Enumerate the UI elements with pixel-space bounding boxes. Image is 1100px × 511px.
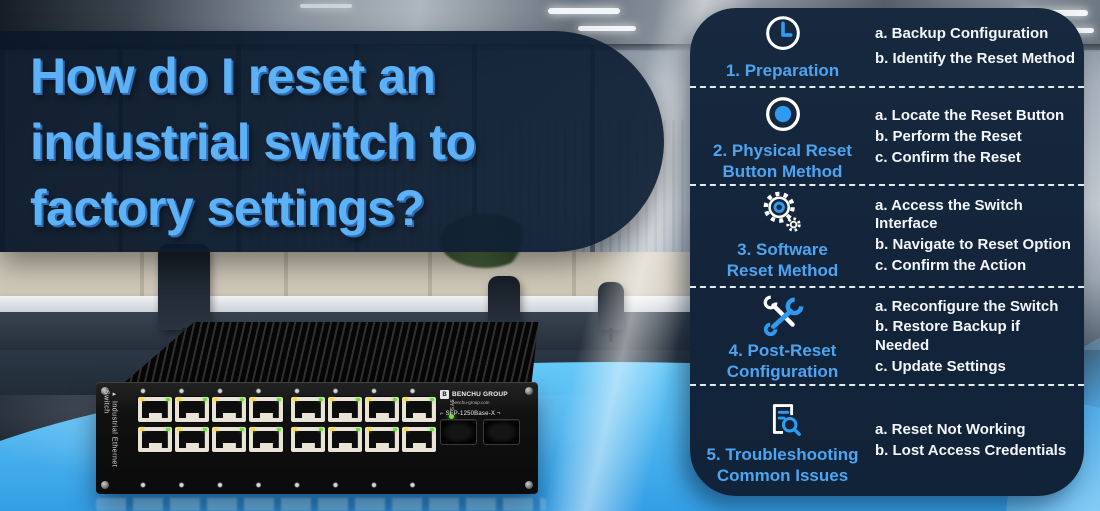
wrench-icon bbox=[763, 295, 803, 337]
step-row-3: 3. Software Reset Method a. Access the S… bbox=[690, 184, 1084, 286]
step-item: b. Restore Backup if Needed bbox=[875, 318, 1021, 355]
switch-reflection bbox=[96, 498, 546, 511]
title-banner: How do I reset an industrial switch to f… bbox=[0, 31, 664, 252]
sfp-label: ⌐ SFP-1250Base-X ¬ bbox=[440, 411, 501, 417]
step-title: 2. Physical Reset Button Method bbox=[713, 141, 852, 181]
brand-area: B BENCHU GROUP benchu-group.com ⌐ SFP-12… bbox=[440, 390, 528, 445]
rj45-port-row-bottom bbox=[138, 427, 436, 452]
rj45-port bbox=[328, 397, 362, 422]
sys-led bbox=[448, 414, 454, 419]
brand-logo-icon: B bbox=[440, 390, 449, 399]
step-items: a. Reset Not Working b. Lost Access Cred… bbox=[875, 419, 1084, 463]
rj45-port bbox=[365, 427, 399, 452]
step-title: 4. Post-Reset Configuration bbox=[726, 341, 839, 381]
step-row-4: 4. Post-Reset Configuration a. Reconfigu… bbox=[690, 286, 1084, 384]
step-items: a. Reconfigure the Switch b. Restore Bac… bbox=[875, 296, 1084, 379]
rj45-port bbox=[175, 427, 209, 452]
rj45-port bbox=[212, 427, 246, 452]
rj45-port bbox=[249, 427, 283, 452]
step-row-1: 1. Preparation a. Backup Configuration b… bbox=[690, 8, 1084, 86]
step-row-2: 2. Physical Reset Button Method a. Locat… bbox=[690, 86, 1084, 184]
sfp-slots bbox=[440, 419, 528, 445]
ceiling-lamp bbox=[300, 4, 352, 8]
gears-icon bbox=[763, 191, 801, 232]
brand-site: benchu-group.com bbox=[452, 400, 490, 405]
office-chair bbox=[158, 244, 210, 342]
rj45-port bbox=[328, 427, 362, 452]
rj45-port bbox=[291, 397, 325, 422]
step-title: 5. Troubleshooting Common Issues bbox=[706, 444, 859, 485]
step-items: a. Access the Switch Interface b. Naviga… bbox=[875, 195, 1084, 278]
step-item: b. Identify the Reset Method bbox=[875, 50, 1076, 67]
rj45-port-row-top bbox=[138, 397, 436, 422]
switch-side-label: ▸ Industrial Ethernet Switch bbox=[102, 390, 118, 468]
rj45-port bbox=[402, 397, 436, 422]
step-item: a. Locate the Reset Button bbox=[875, 107, 1065, 125]
screw-row-bottom bbox=[140, 482, 440, 488]
rj45-port bbox=[175, 397, 209, 422]
rj45-port bbox=[212, 397, 246, 422]
step-items: a. Locate the Reset Button b. Perform th… bbox=[875, 105, 1084, 169]
ceiling-lamp bbox=[578, 26, 636, 31]
rj45-port bbox=[249, 397, 283, 422]
step-item: a. Reset Not Working bbox=[875, 421, 1026, 439]
main-title-line-1: How do I reset an bbox=[30, 48, 436, 104]
switch-heatsink bbox=[120, 322, 539, 386]
step-title: 1. Preparation bbox=[725, 61, 840, 81]
step-item: a. Backup Configuration bbox=[875, 25, 1049, 43]
rj45-port bbox=[138, 397, 172, 422]
main-title: How do I reset an industrial switch to f… bbox=[0, 31, 664, 241]
panel-screw bbox=[101, 387, 109, 395]
industrial-switch-image: ▸ Industrial Ethernet Switch SYS PWR B B… bbox=[88, 322, 550, 508]
step-item: b. Perform the Reset bbox=[875, 127, 1022, 145]
screw-row-top bbox=[140, 388, 440, 394]
rj45-port bbox=[365, 397, 399, 422]
sfp-port bbox=[440, 419, 477, 445]
step-item: c. Confirm the Reset bbox=[875, 148, 1021, 166]
rj45-port bbox=[402, 427, 436, 452]
switch-front-panel: ▸ Industrial Ethernet Switch SYS PWR B B… bbox=[96, 382, 538, 494]
clock-icon bbox=[765, 16, 800, 51]
step-item: b. Navigate to Reset Option bbox=[875, 236, 1071, 253]
panel-screw bbox=[525, 387, 533, 395]
brand-name: BENCHU GROUP bbox=[452, 391, 508, 398]
panel-screw bbox=[525, 481, 533, 489]
step-items: a. Backup Configuration b. Identify the … bbox=[875, 19, 1084, 75]
document-search-icon bbox=[772, 403, 801, 436]
steps-panel: 1. Preparation a. Backup Configuration b… bbox=[690, 8, 1084, 496]
step-title: 3. Software Reset Method bbox=[726, 239, 839, 280]
ceiling-lamp bbox=[548, 8, 620, 14]
reset-button-icon bbox=[765, 97, 800, 132]
panel-screw bbox=[101, 481, 109, 489]
sfp-port bbox=[483, 419, 520, 445]
step-item: a. Reconfigure the Switch bbox=[875, 297, 1059, 315]
rj45-port bbox=[291, 427, 325, 452]
main-title-line-2: industrial switch to bbox=[30, 114, 476, 170]
step-item: a. Access the Switch Interface bbox=[875, 196, 1023, 233]
step-item: b. Lost Access Credentials bbox=[875, 442, 1067, 459]
step-item: c. Confirm the Action bbox=[875, 256, 1027, 274]
rj45-port bbox=[138, 427, 172, 452]
step-item: c. Update Settings bbox=[875, 357, 1006, 375]
step-row-5: 5. Troubleshooting Common Issues a. Rese… bbox=[690, 384, 1084, 496]
main-title-line-3: factory settings? bbox=[30, 180, 425, 236]
